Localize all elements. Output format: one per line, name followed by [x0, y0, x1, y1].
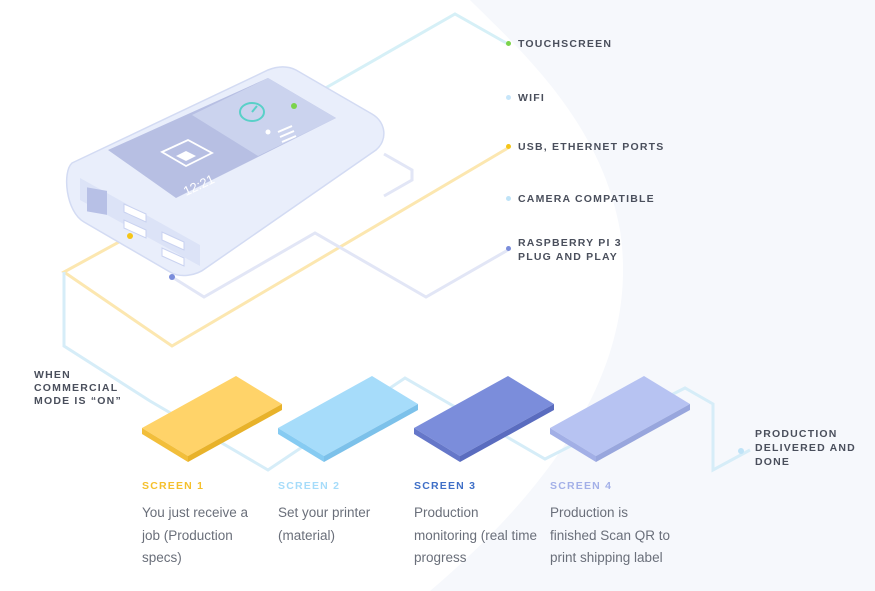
touchscreen-dot: [506, 41, 511, 46]
production-delivered-label: PRODUCTION DELIVERED AND DONE: [755, 428, 856, 468]
feature-camera: CAMERA COMPATIBLE: [506, 192, 655, 206]
feature-raspberry-pi: RASPBERRY PI 3 PLUG AND PLAY: [506, 236, 622, 264]
screen-4-description: Production is finished Scan QR to print …: [550, 505, 671, 565]
usb-dot: [506, 144, 511, 149]
touchscreen-connector: [293, 12, 509, 108]
raspberry-dot: [506, 246, 511, 251]
commercial-mode-label: WHEN COMMERCIAL MODE IS “ON”: [34, 369, 122, 407]
screen-3-title: SCREEN 3: [414, 480, 477, 492]
screen-card-4: [550, 376, 690, 462]
screen-card-2: [278, 376, 418, 462]
screen-1-description: You just receive a job (Production specs…: [142, 505, 249, 565]
device: [65, 66, 385, 277]
screen-4-title: SCREEN 4: [550, 480, 613, 492]
screen-card-3: [414, 376, 554, 462]
feature-wifi: WIFI: [506, 91, 545, 105]
ethernet-port: [87, 187, 107, 215]
raspberry-connector: [171, 231, 509, 299]
wifi-dot: [506, 95, 511, 100]
screen-3-description: Production monitoring (real time progres…: [414, 505, 538, 565]
device-side-connector: [383, 152, 414, 198]
screen-1-title: SCREEN 1: [142, 480, 205, 492]
screen-2-title: SCREEN 2: [278, 480, 341, 492]
screen-card-1: [142, 376, 282, 462]
feature-touchscreen: TOUCHSCREEN: [506, 37, 612, 51]
clock-icon: [239, 102, 265, 122]
camera-dot: [506, 196, 511, 201]
feature-usb-ethernet: USB, ETHERNET PORTS: [506, 140, 664, 154]
bars-icon: [265, 125, 297, 143]
screen-2-description: Set your printer (material): [278, 505, 371, 543]
box-icon: [160, 138, 214, 168]
usb-ports: [123, 203, 185, 267]
